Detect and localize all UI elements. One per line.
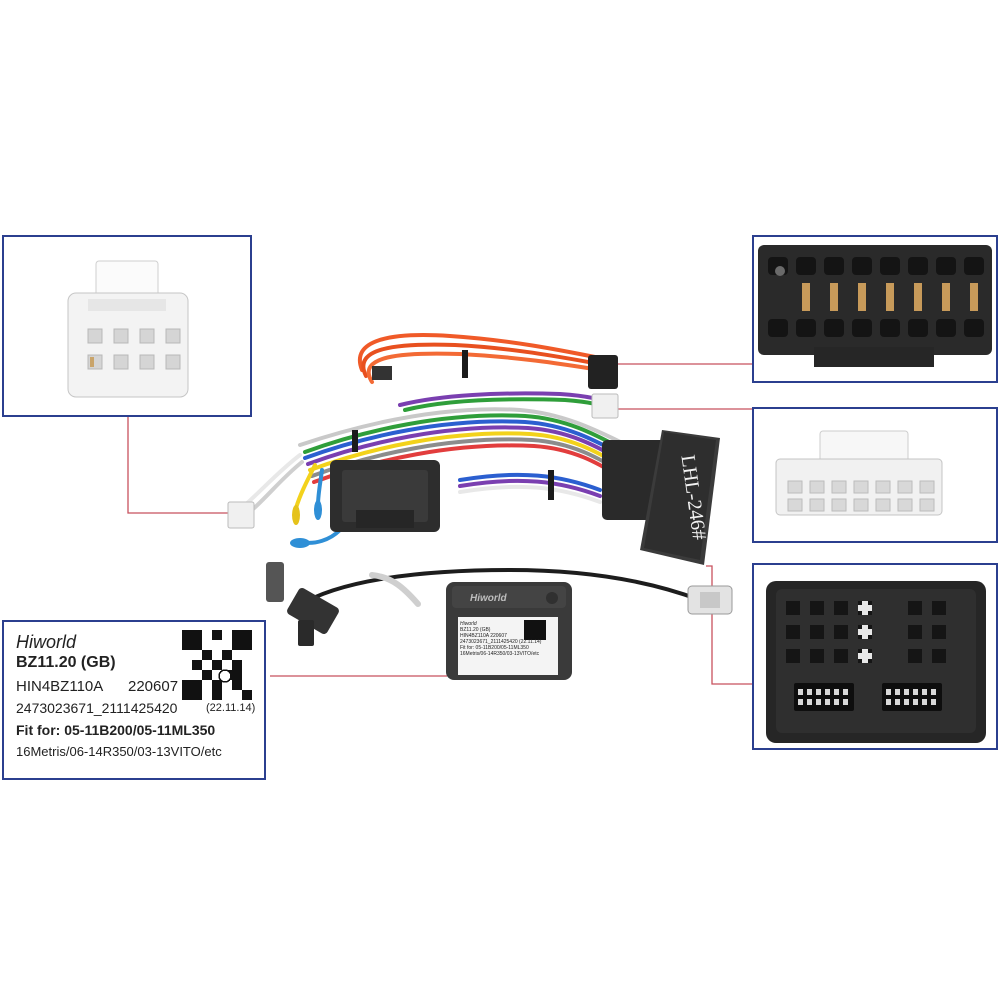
antenna-cable xyxy=(296,567,702,608)
decoder-box-label-date-code: 220607 xyxy=(490,633,507,639)
decoder-box-label-version: (22.11.14) xyxy=(519,639,542,645)
decoder-box-brand: Hiworld xyxy=(470,593,507,604)
pin-tips xyxy=(290,500,322,548)
label-brand: Hiworld xyxy=(16,632,77,652)
decoder-box-label-fit-1: Fit for: 05-11B200/05-11ML350 xyxy=(460,645,529,651)
white-8pin-connector-image xyxy=(67,260,189,398)
black-20pin-connector-image xyxy=(758,245,992,367)
decoder-box-label-part-number: HIN4BZ110A xyxy=(460,633,489,639)
center-black-plug xyxy=(330,460,440,532)
cable-ties xyxy=(352,350,554,500)
inset-product-label: Hiworld BZ11.20 (GB) HIN4BZ110A 220607 2… xyxy=(2,620,266,780)
black-quadlock-connector-image xyxy=(766,581,986,743)
inset-black-20pin-connector xyxy=(752,235,998,383)
decoder-box-label-serial-number: 2473023671_2111425420 xyxy=(460,639,518,645)
wire-bundle xyxy=(243,391,652,545)
inset-black-quadlock-connector xyxy=(752,563,998,750)
iso-plug xyxy=(372,355,618,389)
label-version: (22.11.14) xyxy=(206,702,256,714)
decoder-box-body xyxy=(446,582,572,680)
label-date-code: 220607 xyxy=(128,678,179,695)
fakra-plug xyxy=(687,585,733,615)
qr-code-icon xyxy=(182,630,252,700)
leader-lines xyxy=(127,363,752,685)
label-fit-line-1: Fit for: 05-11B200/05-11ML350 xyxy=(16,722,216,738)
antenna-plug xyxy=(266,562,339,646)
decoder-box-label-fit-2: 16Metris/06-14R350/03-13VITO/etc xyxy=(460,651,540,657)
label-serial: 2473023671_2111425420 xyxy=(16,700,178,716)
tagged-black-plug xyxy=(602,430,720,565)
decoder-box-label-model: BZ11.20 (GB) xyxy=(460,627,491,633)
decoder-box-label-part: HIN4BZ110A 220607 xyxy=(460,633,558,639)
decoder-box-label: Hiworld BZ11.20 (GB) HIN4BZ110A 220607 2… xyxy=(460,621,558,675)
label-model: BZ11.20 (GB) xyxy=(16,654,116,671)
small-white-connectors xyxy=(227,393,619,529)
white-16pin-connector-image xyxy=(775,430,943,516)
orange-wires xyxy=(358,333,602,384)
decoder-box-label-serial: 2473023671_2111425420 (22.11.14) xyxy=(460,639,558,645)
inset-white-16pin-connector xyxy=(752,407,998,543)
label-part-number: HIN4BZ110A xyxy=(16,678,104,695)
label-fit-line-2: 16Metris/06-14R350/03-13VITO/etc xyxy=(16,744,222,759)
decoder-box-label-brand: Hiworld xyxy=(460,621,477,627)
inset-white-8pin-connector xyxy=(2,235,252,417)
